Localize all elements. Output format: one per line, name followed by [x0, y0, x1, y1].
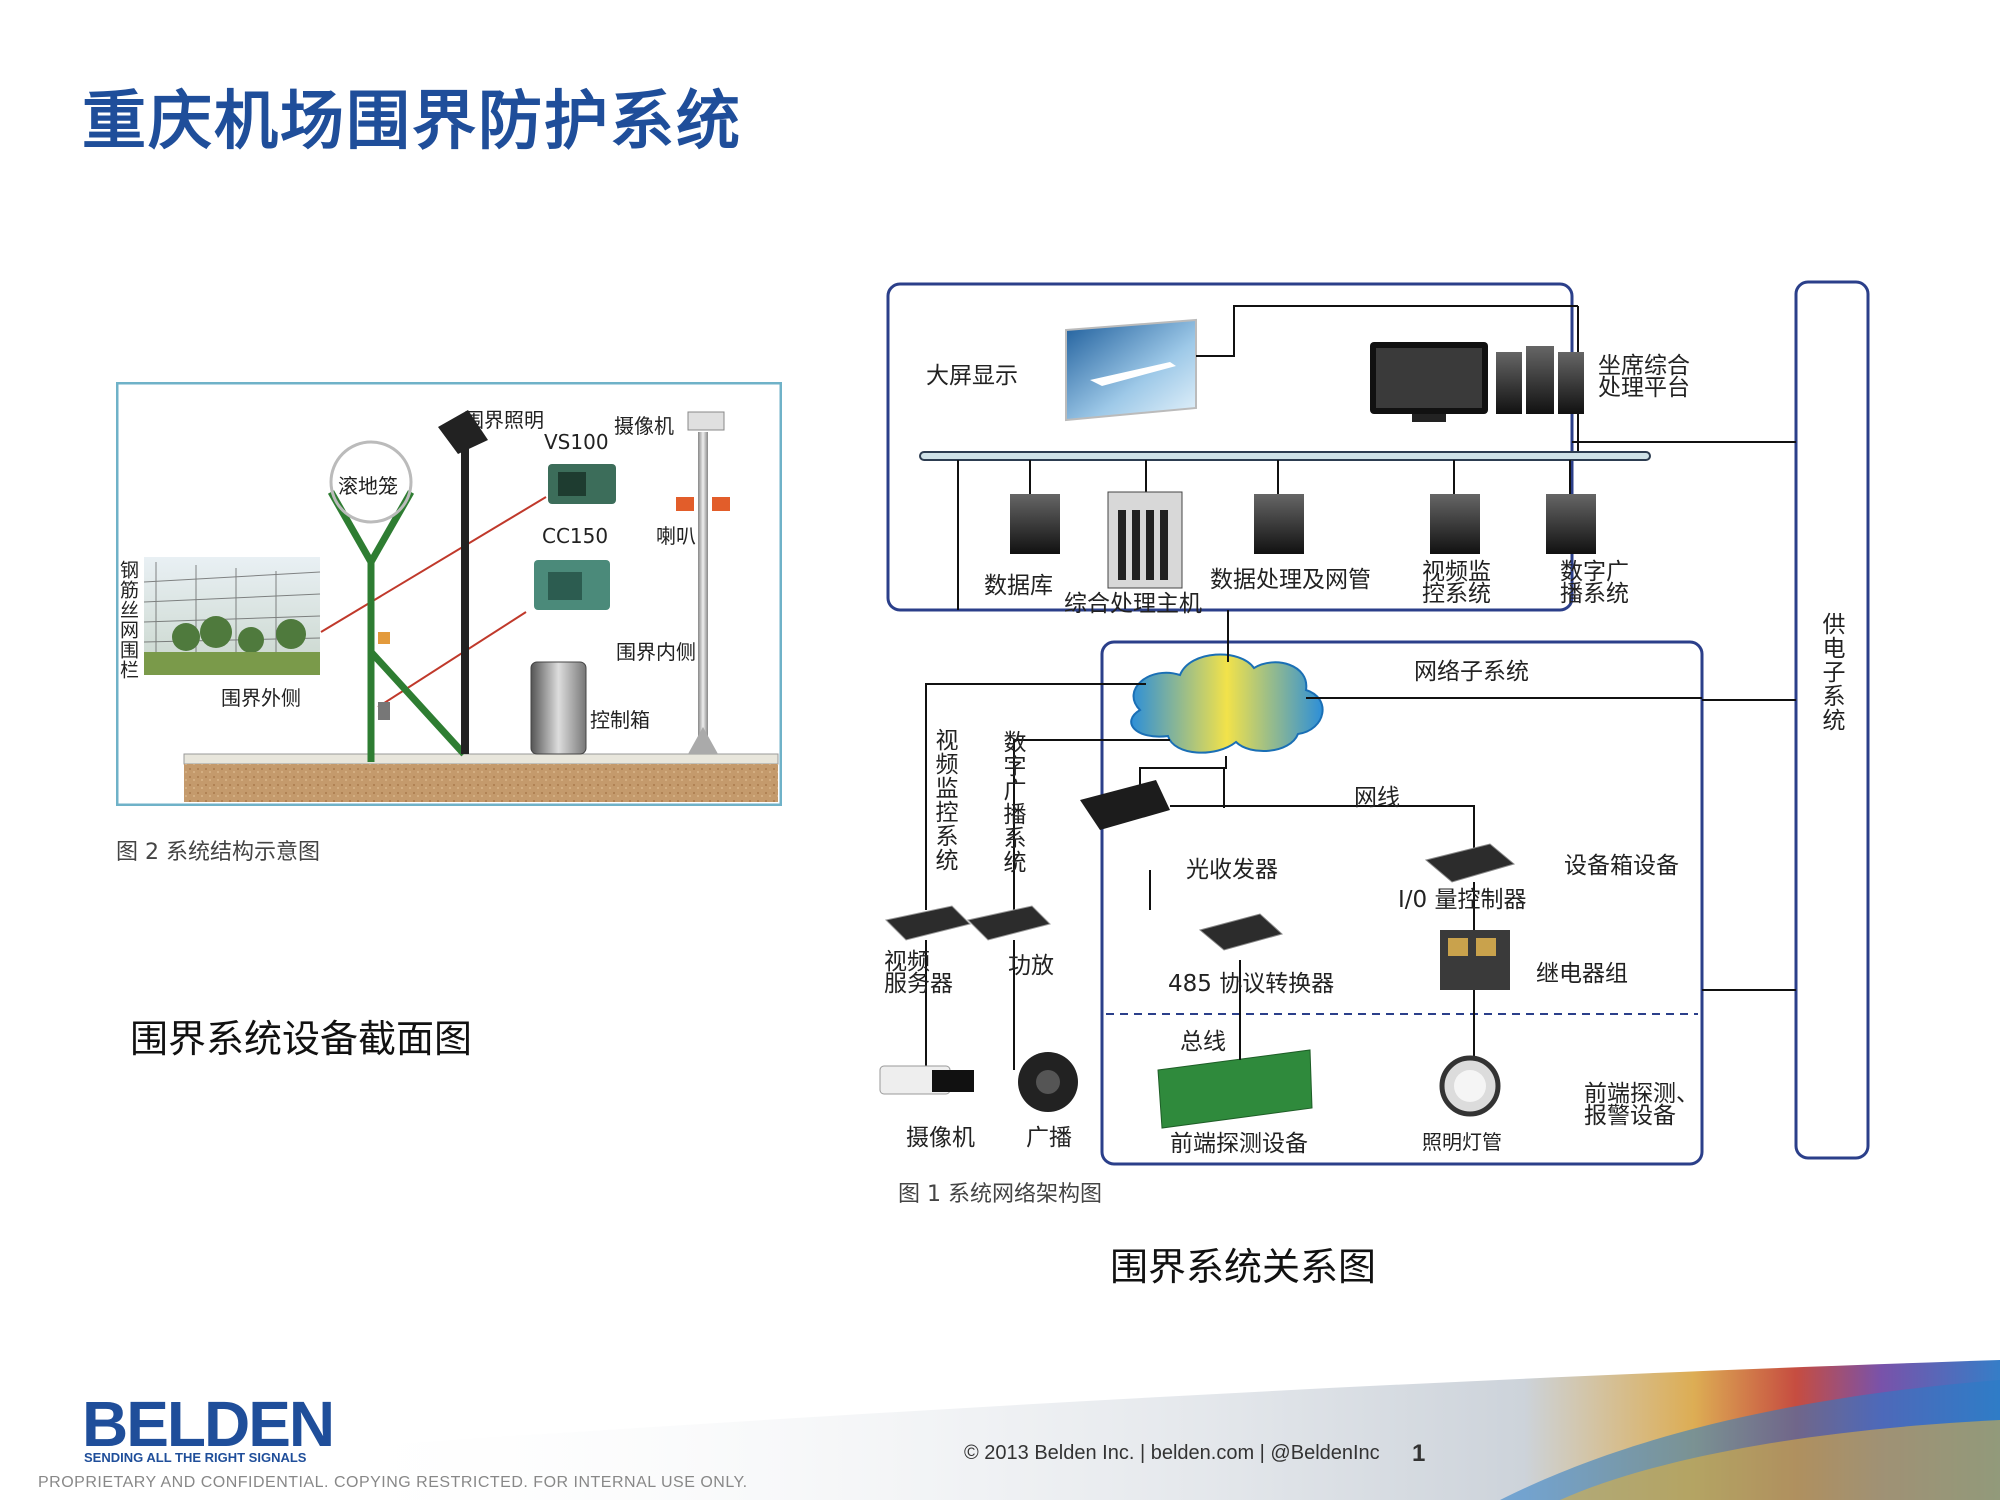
- io-controller: [1424, 843, 1516, 883]
- inside-label: 围界内侧: [616, 640, 696, 664]
- seat-platform-label-1: 坐席综合: [1598, 353, 1690, 379]
- broadcast-device-label: 广播: [1026, 1125, 1072, 1151]
- network-cloud: [1130, 653, 1324, 754]
- lighting-tube-label: 照明灯管: [1422, 1130, 1502, 1154]
- fence-mesh-label: 钢筋丝网围栏: [117, 560, 139, 680]
- central-platform-box: [886, 282, 1574, 612]
- ground-soil: [184, 764, 778, 802]
- seat-platform-label-2: 处理平台: [1598, 375, 1690, 401]
- workstation-tower: [1558, 352, 1584, 414]
- horn-right: [712, 497, 730, 511]
- video-server-label-1: 视频: [884, 949, 930, 975]
- left-section-caption: 围界系统设备截面图: [130, 1017, 473, 1061]
- page-title: 重庆机场围界防护系统: [82, 84, 742, 159]
- broadcast-vertical-label: 数字广播系统: [999, 730, 1025, 874]
- optical-transceiver-label: 光收发器: [1186, 857, 1278, 883]
- right-figure-caption: 图 1 系统网络架构图: [898, 1182, 1102, 1207]
- bus-label: 总线: [1180, 1029, 1226, 1055]
- io-controller-label: I/0 量控制器: [1398, 887, 1527, 913]
- workstation-tower: [1496, 352, 1522, 414]
- broadcast-server: [1546, 494, 1596, 554]
- optical-transceiver: [1080, 780, 1170, 830]
- belden-tagline: SENDING ALL THE RIGHT SIGNALS: [84, 1450, 307, 1465]
- broadcast-label-1: 数字广: [1560, 559, 1629, 585]
- lighting-pole: [461, 442, 469, 754]
- control-box: [530, 661, 587, 755]
- power-system-box: [1794, 280, 1870, 1160]
- cross-section-diagram: 钢筋丝网围栏 滚地笼 围界照明 VS100 摄像机 CC150 喇叭 围界内侧 …: [115, 381, 783, 807]
- footer-copyright: © 2013 Belden Inc. | belden.com | @Belde…: [964, 1442, 1380, 1464]
- frontend-detection-device: [1157, 1049, 1313, 1129]
- rolling-cage: [329, 440, 413, 524]
- laser-line: [320, 496, 547, 633]
- network-cable-label: 网线: [1354, 785, 1400, 811]
- big-screen-display: [1065, 318, 1197, 422]
- database-label: 数据库: [984, 573, 1053, 599]
- confidential-notice: PROPRIETARY AND CONFIDENTIAL. COPYING RE…: [38, 1474, 748, 1491]
- lighting-fixture: [438, 410, 488, 454]
- cc150-label: CC150: [542, 524, 609, 548]
- database-server: [1010, 494, 1060, 554]
- equipment-box-label: 设备箱设备: [1564, 853, 1679, 879]
- data-processing-server: [1254, 494, 1304, 554]
- broadcast-label-2: 播系统: [1560, 581, 1629, 607]
- left-figure-caption: 图 2 系统结构示意图: [116, 840, 320, 865]
- network-svg: [879, 280, 1870, 1166]
- field-equipment-box: [1100, 640, 1704, 1166]
- page-number: 1: [1412, 1440, 1426, 1467]
- rolling-cage-label: 滚地笼: [338, 474, 398, 498]
- camera-head: [687, 411, 725, 431]
- data-processing-label: 数据处理及网管: [1210, 567, 1371, 593]
- footer-swoosh-svg: [300, 1360, 2000, 1500]
- belden-logo: BELDEN: [82, 1388, 335, 1460]
- network-diagram: 大屏显示 坐席综合 处理平台 数据库 综合处理主机 数据处理及网管 视频监 控系…: [870, 270, 1880, 1170]
- perimeter-lighting-label: 围界照明: [464, 408, 544, 432]
- control-box-label: 控制箱: [590, 708, 650, 732]
- frontend-detection-label: 前端探测设备: [1170, 1131, 1308, 1157]
- frontend-alarm-label-2: 报警设备: [1584, 1103, 1676, 1129]
- network-subsystem-label: 网络子系统: [1414, 659, 1529, 685]
- video-monitor-vertical-label: 视频监控系统: [931, 728, 957, 872]
- right-section-caption: 围界系统关系图: [1110, 1245, 1377, 1289]
- horn-label: 喇叭: [656, 524, 696, 548]
- cross-section-svg: [115, 381, 783, 807]
- workstation-tower: [1526, 346, 1554, 414]
- camera-label: 摄像机: [614, 414, 674, 438]
- footer-swoosh: [0, 1340, 2000, 1500]
- integrated-host-label: 综合处理主机: [1064, 591, 1202, 617]
- big-screen-label: 大屏显示: [926, 363, 1018, 389]
- network-bus: [919, 451, 1651, 461]
- camera-pole: [698, 432, 708, 754]
- video-monitor-label-1: 视频监: [1422, 559, 1491, 585]
- amplifier-label: 功放: [1008, 953, 1054, 979]
- horn-left: [676, 497, 694, 511]
- frontend-alarm-label-1: 前端探测、: [1584, 1081, 1699, 1107]
- relay-group-label: 继电器组: [1536, 961, 1628, 987]
- video-monitor-server: [1430, 494, 1480, 554]
- video-monitor-label-2: 控系统: [1422, 581, 1491, 607]
- outside-label: 围界外侧: [221, 686, 301, 710]
- camera-label: 摄像机: [906, 1125, 975, 1151]
- protocol-converter: [1198, 913, 1284, 951]
- vs100-label: VS100: [544, 430, 609, 454]
- video-server-device: [884, 905, 971, 941]
- video-server-label-2: 服务器: [884, 971, 953, 997]
- protocol-converter-label: 485 协议转换器: [1168, 971, 1335, 997]
- power-system-label: 供电子系统: [1818, 612, 1844, 732]
- amplifier-device: [966, 905, 1051, 941]
